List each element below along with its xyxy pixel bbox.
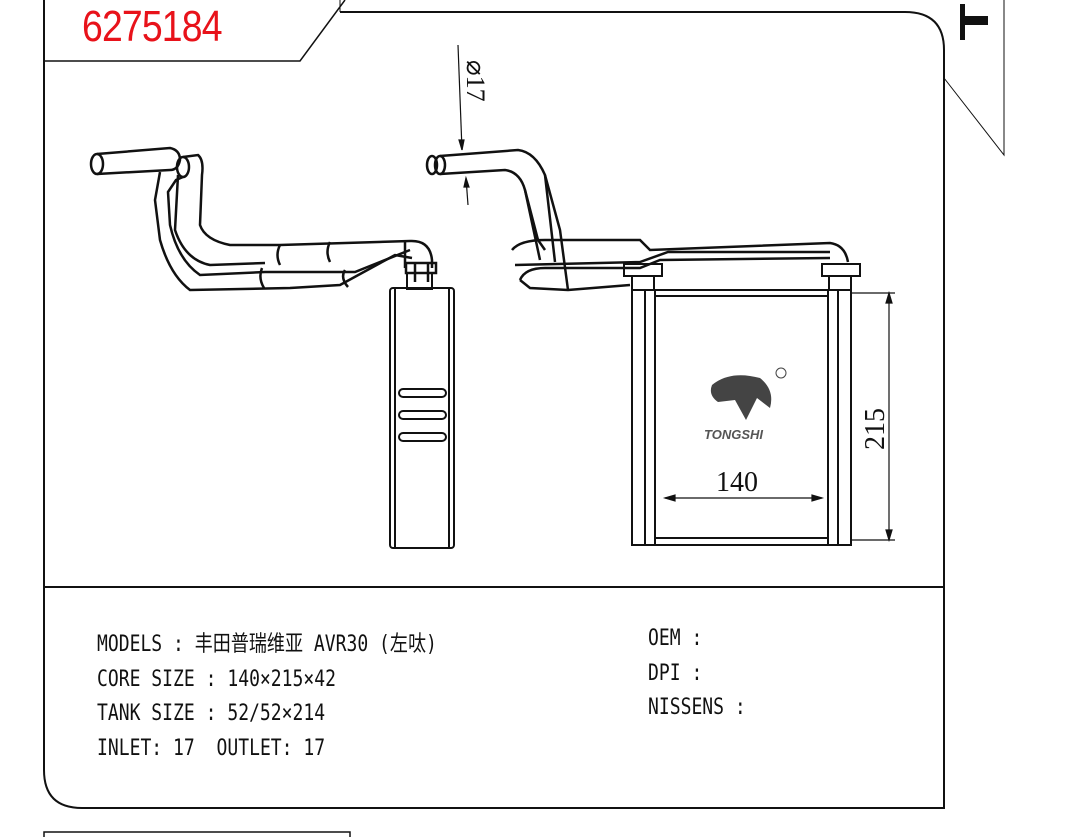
spec-block: MODELS : 丰田普瑞维亚 AVR30 (左呔) CORE SIZE : 1… bbox=[97, 632, 437, 761]
nissens-label: NISSENS bbox=[648, 695, 725, 720]
core-size-label: CORE SIZE bbox=[97, 666, 195, 692]
core-dimensions bbox=[662, 290, 895, 543]
height-label: 215 bbox=[860, 408, 891, 450]
drawing-frame bbox=[43, 0, 945, 809]
core-size-value: 140×215×42 bbox=[227, 666, 336, 692]
oem-label: OEM bbox=[648, 626, 681, 651]
diameter-dimension bbox=[457, 44, 470, 206]
width-label: 140 bbox=[716, 467, 758, 498]
tank-size-value: 52/52×214 bbox=[227, 701, 326, 726]
diameter-label: ⌀17 bbox=[461, 60, 490, 102]
models-label: MODELS bbox=[97, 632, 163, 657]
side-view-tubes bbox=[89, 146, 438, 292]
cross-reference-block: OEM : DPI : NISSENS : bbox=[648, 626, 746, 720]
dpi-label: DPI bbox=[648, 660, 681, 686]
front-view-tubes bbox=[425, 148, 850, 292]
heater-core bbox=[623, 263, 861, 546]
side-view-tank bbox=[389, 272, 455, 549]
outlet-label: OUTLET bbox=[216, 735, 282, 761]
inlet-value: 17 bbox=[173, 735, 195, 761]
inlet-label: INLET bbox=[97, 735, 152, 761]
tank-size-label: TANK SIZE bbox=[97, 701, 195, 726]
brand-logo bbox=[710, 367, 787, 420]
part-number: 6275184 bbox=[82, 2, 223, 51]
models-value: 丰田普瑞维亚 AVR30 (左呔) bbox=[194, 632, 437, 657]
outlet-value: 17 bbox=[303, 735, 326, 761]
part-number-tab bbox=[44, 0, 346, 62]
logo-text: TONGSHI bbox=[704, 427, 763, 442]
